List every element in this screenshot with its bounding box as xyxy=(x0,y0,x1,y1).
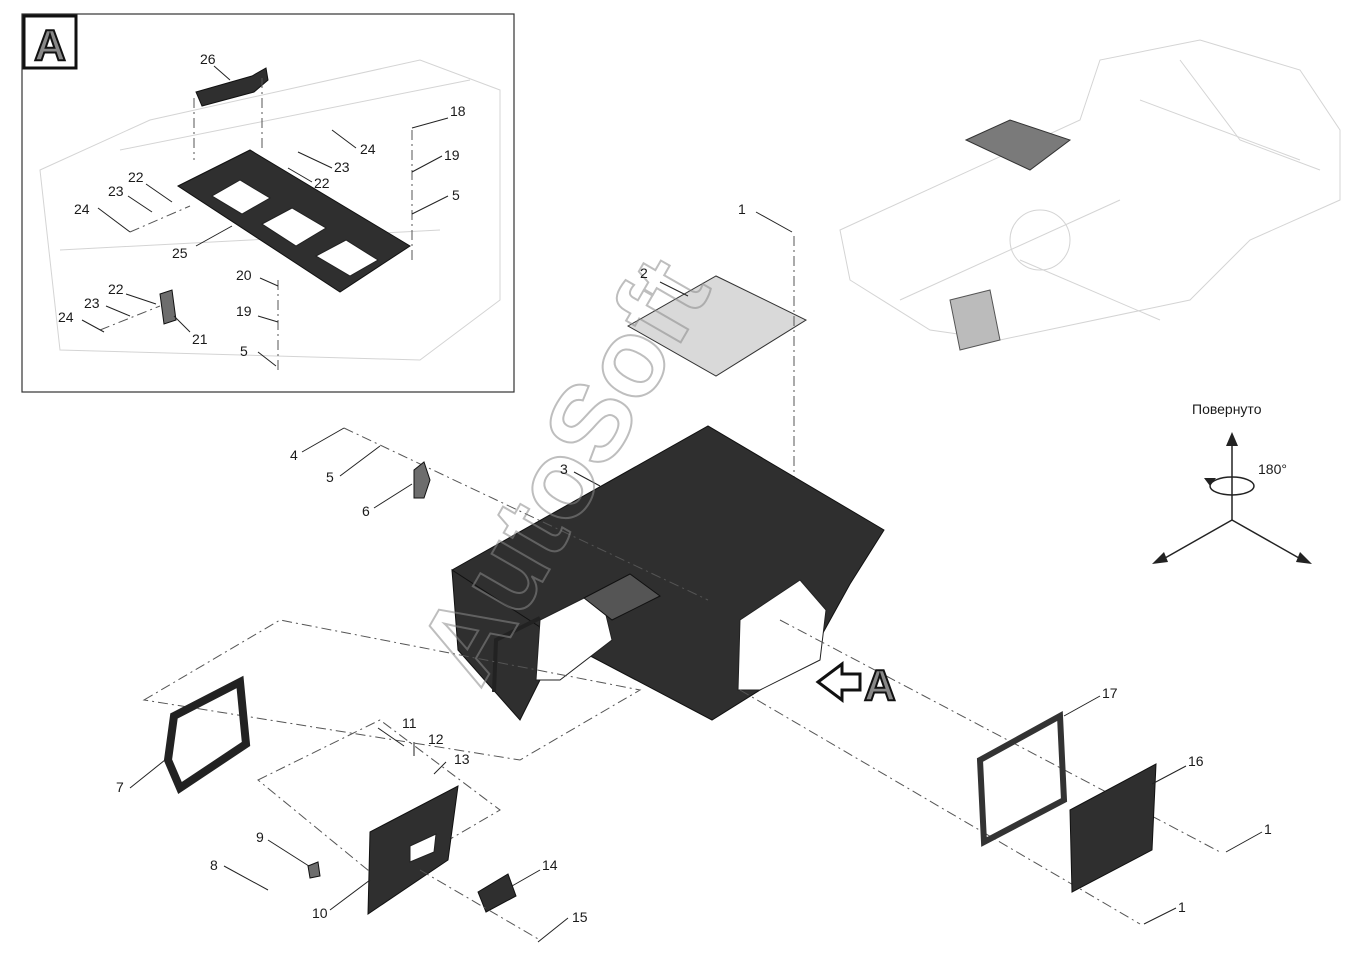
callout-22: 22 xyxy=(128,169,144,185)
callout-25: 25 xyxy=(172,245,188,261)
view-a-arrow: A xyxy=(815,660,897,711)
callout-24: 24 xyxy=(360,141,376,157)
callout-5: 5 xyxy=(240,343,248,359)
bracket-part xyxy=(159,289,177,325)
callout-22: 22 xyxy=(108,281,124,297)
cover-plate xyxy=(626,275,808,377)
callout-22: 22 xyxy=(314,175,330,191)
handle-plate xyxy=(477,873,517,913)
callout-19: 19 xyxy=(236,303,252,319)
cab-housing xyxy=(451,425,885,721)
callout-6: 6 xyxy=(362,503,370,519)
callout-9: 9 xyxy=(256,829,264,845)
callout-10: 10 xyxy=(312,905,328,921)
latch-part xyxy=(413,461,431,499)
callout-19: 19 xyxy=(444,147,460,163)
tractor-outline xyxy=(839,39,1341,351)
callout-26: 26 xyxy=(200,51,216,67)
window-frame xyxy=(163,675,251,794)
callout-12: 12 xyxy=(428,731,444,747)
rotation-indicator: Повернуто 180° xyxy=(1152,401,1312,564)
rotation-label: Повернуто xyxy=(1192,401,1262,417)
callout-24: 24 xyxy=(58,309,74,325)
callout-3: 3 xyxy=(560,461,568,477)
callout-23: 23 xyxy=(108,183,124,199)
callout-5: 5 xyxy=(452,187,460,203)
callout-5: 5 xyxy=(326,469,334,485)
gasket-frame xyxy=(976,711,1068,847)
callout-15: 15 xyxy=(572,909,588,925)
rotation-angle: 180° xyxy=(1258,461,1287,477)
callout-23: 23 xyxy=(84,295,100,311)
handle-part xyxy=(195,67,269,107)
callout-20: 20 xyxy=(236,267,252,283)
callout-23: 23 xyxy=(334,159,350,175)
callout-13: 13 xyxy=(454,751,470,767)
callout-24: 24 xyxy=(74,201,90,217)
callout-1: 1 xyxy=(738,201,746,217)
callout-1: 1 xyxy=(1178,899,1186,915)
callout-16: 16 xyxy=(1188,753,1204,769)
callout-2: 2 xyxy=(640,265,648,281)
callout-18: 18 xyxy=(450,103,466,119)
view-a-arrow-letter: A xyxy=(864,661,896,710)
callout-8: 8 xyxy=(210,857,218,873)
view-a-letter: A xyxy=(34,21,66,70)
callout-7: 7 xyxy=(116,779,124,795)
inset-view-a: A 26 18 24 xyxy=(21,13,515,393)
rear-panel xyxy=(1069,763,1157,893)
callout-1: 1 xyxy=(1264,821,1272,837)
clip-part xyxy=(307,861,321,879)
view-a-badge: A xyxy=(22,14,78,71)
callout-17: 17 xyxy=(1102,685,1118,701)
callout-14: 14 xyxy=(542,857,558,873)
callout-21: 21 xyxy=(192,331,208,347)
callout-11: 11 xyxy=(402,715,417,731)
callout-4: 4 xyxy=(290,447,298,463)
